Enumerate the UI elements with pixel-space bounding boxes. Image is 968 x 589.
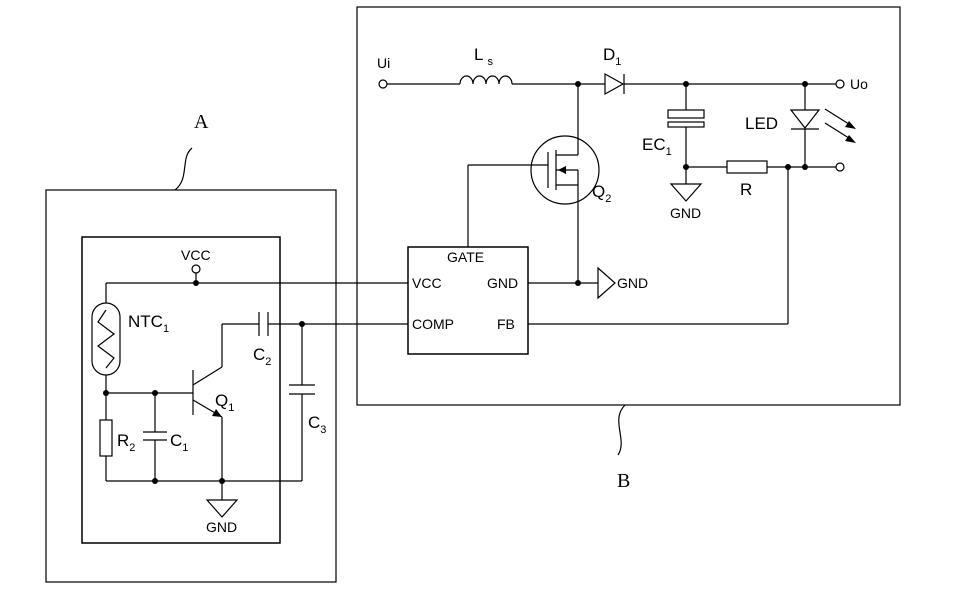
d1-label: D1: [603, 45, 621, 68]
ground-label-cap: GND: [670, 205, 701, 221]
ic-pin-comp: COMP: [412, 316, 454, 332]
q1-emitter-arrow: [212, 409, 222, 417]
q2-arrow: [558, 166, 566, 174]
c3-label: C3: [308, 413, 326, 436]
r2-resistor: [100, 420, 112, 456]
inductor-ls: [460, 76, 512, 84]
ic-pin-gnd: GND: [487, 275, 518, 291]
ui-terminal: [379, 80, 387, 88]
r-label: R: [740, 180, 752, 199]
block-a-label: A: [194, 111, 209, 133]
ui-label: Ui: [377, 55, 390, 71]
ground-symbol-ic: [598, 268, 615, 298]
ec-plate-bottom: [668, 122, 704, 127]
c2-label: C2: [253, 345, 271, 368]
ic-pin-vcc: VCC: [412, 275, 442, 291]
c1-label: C1: [170, 431, 188, 454]
ntc-zigzag: [98, 310, 114, 368]
q1-label: Q1: [215, 391, 234, 414]
fb-node: [785, 164, 791, 170]
ntc-thermistor: [92, 303, 120, 375]
uo-terminal: [836, 80, 844, 88]
uo-label: Uo: [850, 76, 868, 92]
led-symbol: [791, 110, 819, 128]
block-b-label: B: [617, 470, 630, 492]
block-b-leader: [618, 405, 625, 455]
ec-plate-top: [668, 110, 704, 118]
ic-title: GATE: [447, 249, 484, 265]
r2-label: R2: [117, 431, 135, 454]
output-terminal-bottom: [836, 163, 844, 171]
vcc-terminal: [192, 265, 200, 273]
ground-node-c1: [152, 478, 158, 484]
resistor-r: [727, 161, 767, 173]
led-label: LED: [745, 114, 778, 133]
block-b-frame: [357, 7, 900, 405]
ic-pin-fb: FB: [497, 316, 515, 332]
vcc-label: VCC: [181, 247, 211, 263]
ground-symbol-left: [207, 500, 237, 517]
diode-d1: [605, 74, 623, 94]
ntc-label: NTC1: [128, 312, 169, 335]
ground-label-ic: GND: [617, 275, 648, 291]
ls-label: Ls: [474, 45, 493, 68]
q2-label: Q2: [592, 182, 611, 205]
ground-label-left: GND: [206, 519, 237, 535]
block-a-leader: [175, 148, 192, 190]
ground-symbol-cap: [671, 184, 701, 201]
q1-collector: [193, 367, 222, 385]
ec-label: EC1: [642, 135, 672, 158]
